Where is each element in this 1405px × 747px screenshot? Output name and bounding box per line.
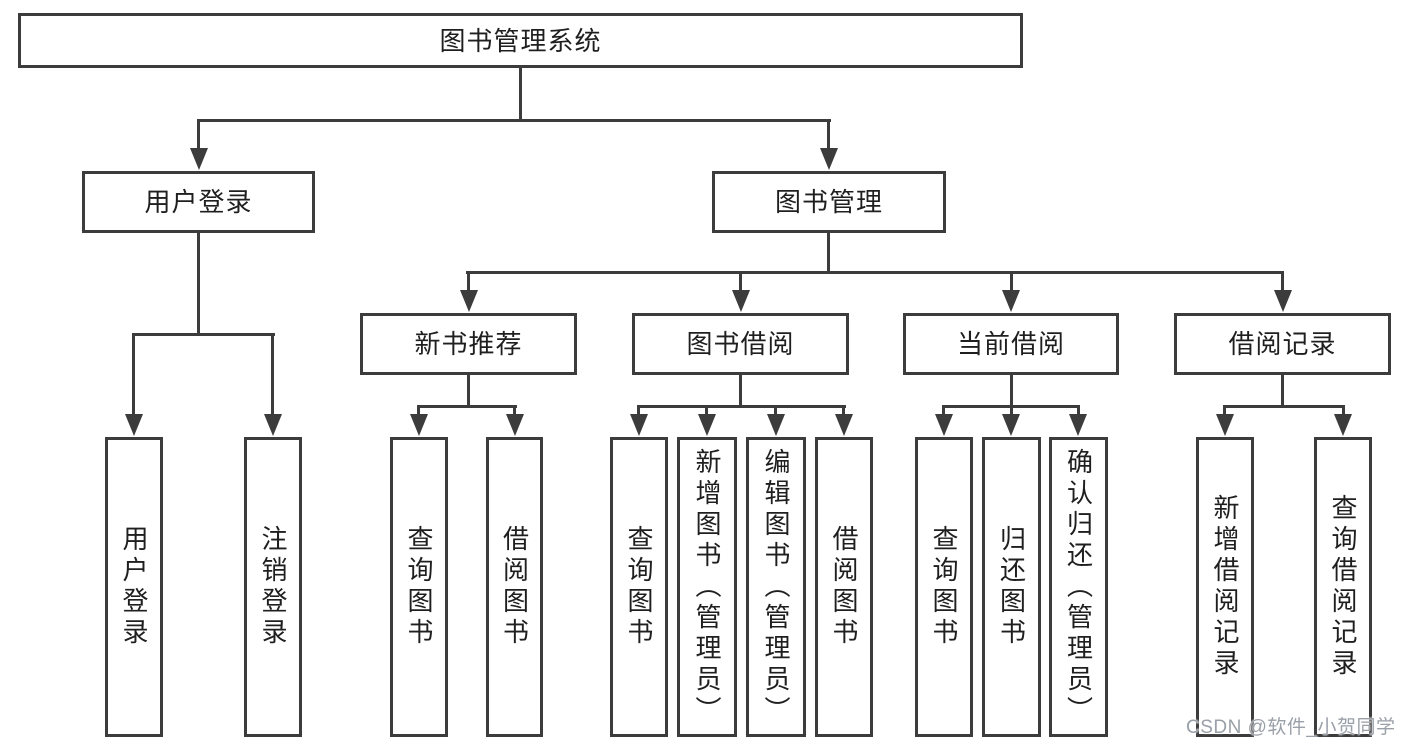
node-label: 新增借阅记录 bbox=[1210, 494, 1240, 680]
connector-line bbox=[417, 405, 420, 418]
arrow-down-icon bbox=[506, 414, 524, 436]
node-label: 查询借阅记录 bbox=[1328, 494, 1358, 680]
node-label: 编辑图书（管理员） bbox=[761, 447, 791, 727]
connector-line bbox=[417, 405, 517, 408]
node-label: 图书管理 bbox=[774, 187, 883, 217]
node-label: 当前借阅 bbox=[956, 329, 1065, 359]
connector-line bbox=[842, 405, 845, 418]
node-label: 注销登录 bbox=[258, 525, 288, 649]
connector-line bbox=[197, 119, 831, 122]
connector-line bbox=[1281, 373, 1284, 407]
node-label: 确认归还（管理员） bbox=[1063, 447, 1094, 727]
node-label: 用户登录 bbox=[119, 525, 149, 649]
arrow-down-icon bbox=[1069, 414, 1087, 436]
connector-line bbox=[467, 271, 470, 294]
node-leaf-edit-book-admin: 编辑图书（管理员） bbox=[746, 437, 806, 737]
csdn-watermark: CSDN @软件_小贺同学 bbox=[1186, 717, 1396, 738]
node-leaf-logout: 注销登录 bbox=[244, 437, 302, 737]
connector-line bbox=[1281, 271, 1284, 294]
node-book-management-branch: 图书管理 bbox=[712, 171, 946, 233]
connector-line bbox=[132, 333, 275, 336]
node-new-book-recommendation: 新书推荐 bbox=[360, 313, 577, 375]
arrow-down-icon bbox=[698, 414, 716, 436]
node-label: 图书管理系统 bbox=[439, 25, 602, 56]
node-leaf-query-book-current: 查询图书 bbox=[915, 437, 973, 737]
node-label: 查询图书 bbox=[624, 525, 654, 649]
arrow-down-icon bbox=[767, 414, 785, 436]
node-leaf-query-book-rec: 查询图书 bbox=[390, 437, 448, 737]
connector-line bbox=[197, 119, 200, 152]
connector-line bbox=[1010, 373, 1013, 407]
node-leaf-user-login: 用户登录 bbox=[105, 437, 163, 737]
connector-line bbox=[637, 405, 640, 418]
connector-line bbox=[519, 66, 522, 121]
connector-line bbox=[513, 405, 516, 418]
connector-line bbox=[1223, 405, 1345, 408]
connector-line bbox=[705, 405, 708, 418]
node-book-borrowing: 图书借阅 bbox=[632, 313, 849, 375]
arrow-down-icon bbox=[630, 414, 648, 436]
node-label: 查询图书 bbox=[404, 525, 434, 649]
connector-line bbox=[1223, 405, 1226, 418]
arrow-down-icon bbox=[1334, 414, 1352, 436]
connector-line bbox=[942, 405, 945, 418]
arrow-down-icon bbox=[1216, 414, 1234, 436]
connector-line bbox=[1077, 405, 1080, 418]
connector-line bbox=[197, 231, 200, 335]
arrow-down-icon bbox=[1002, 414, 1020, 436]
arrow-down-icon bbox=[410, 414, 428, 436]
arrow-down-icon bbox=[820, 148, 838, 170]
node-leaf-confirm-return-admin: 确认归还（管理员） bbox=[1049, 437, 1108, 737]
arrow-down-icon bbox=[835, 414, 853, 436]
node-label: 新书推荐 bbox=[414, 329, 523, 359]
node-label: 借阅图书 bbox=[499, 525, 530, 649]
node-leaf-add-borrow-record: 新增借阅记录 bbox=[1196, 437, 1254, 737]
connector-line bbox=[132, 333, 135, 418]
node-label: 新增图书（管理员） bbox=[692, 447, 722, 727]
arrow-down-icon bbox=[1002, 290, 1020, 312]
node-label: 用户登录 bbox=[144, 187, 253, 217]
connector-line bbox=[774, 405, 777, 418]
arrow-down-icon bbox=[732, 290, 750, 312]
node-login-branch: 用户登录 bbox=[82, 171, 315, 233]
arrow-down-icon bbox=[460, 290, 478, 312]
node-leaf-add-book-admin: 新增图书（管理员） bbox=[677, 437, 737, 737]
arrow-down-icon bbox=[264, 414, 282, 436]
connector-line bbox=[1342, 405, 1345, 418]
connector-line bbox=[467, 373, 470, 407]
node-leaf-return-book: 归还图书 bbox=[982, 437, 1041, 737]
node-label: 借阅图书 bbox=[829, 525, 859, 649]
node-current-borrowing: 当前借阅 bbox=[903, 313, 1119, 375]
node-leaf-borrow-book: 借阅图书 bbox=[815, 437, 873, 737]
node-label: 查询图书 bbox=[929, 525, 959, 649]
connector-line bbox=[827, 231, 830, 274]
node-leaf-query-borrow-record: 查询借阅记录 bbox=[1314, 437, 1372, 737]
connector-line bbox=[827, 119, 830, 152]
arrow-down-icon bbox=[190, 148, 208, 170]
connector-line bbox=[739, 373, 742, 407]
connector-line bbox=[1010, 405, 1013, 418]
arrow-down-icon bbox=[1274, 290, 1292, 312]
connector-line bbox=[271, 333, 274, 418]
arrow-down-icon bbox=[935, 414, 953, 436]
node-label: 图书借阅 bbox=[686, 329, 795, 359]
connector-line bbox=[466, 271, 1284, 274]
connector-line bbox=[637, 405, 846, 408]
node-borrowing-records: 借阅记录 bbox=[1174, 313, 1391, 375]
connector-line bbox=[739, 271, 742, 294]
node-root-system: 图书管理系统 bbox=[18, 13, 1023, 68]
node-leaf-borrow-book-rec: 借阅图书 bbox=[486, 437, 543, 737]
arrow-down-icon bbox=[125, 414, 143, 436]
node-label: 借阅记录 bbox=[1228, 329, 1337, 359]
connector-line bbox=[1010, 271, 1013, 294]
node-label: 归还图书 bbox=[996, 525, 1027, 649]
node-leaf-query-book-borrow: 查询图书 bbox=[610, 437, 668, 737]
